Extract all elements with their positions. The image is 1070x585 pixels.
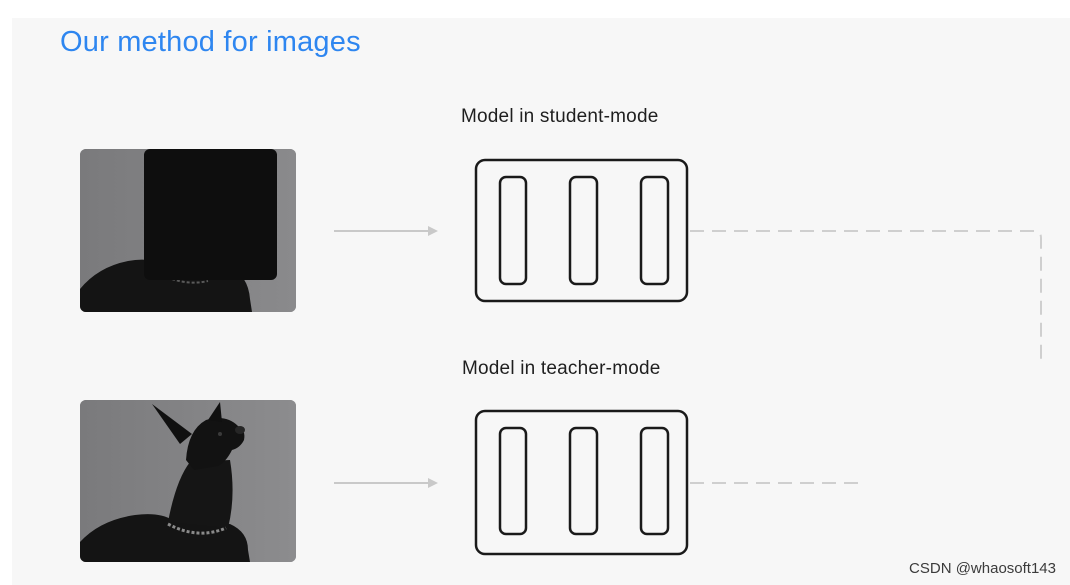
full-image	[80, 400, 296, 562]
slide-title: Our method for images	[60, 26, 361, 58]
masked-image	[80, 149, 296, 312]
watermark: CSDN @whaosoft143	[909, 560, 1056, 577]
mask-patch	[144, 149, 277, 280]
dog-photo-icon	[80, 400, 296, 562]
student-mode-label: Model in student-mode	[461, 106, 659, 127]
teacher-mode-label: Model in teacher-mode	[462, 358, 661, 379]
